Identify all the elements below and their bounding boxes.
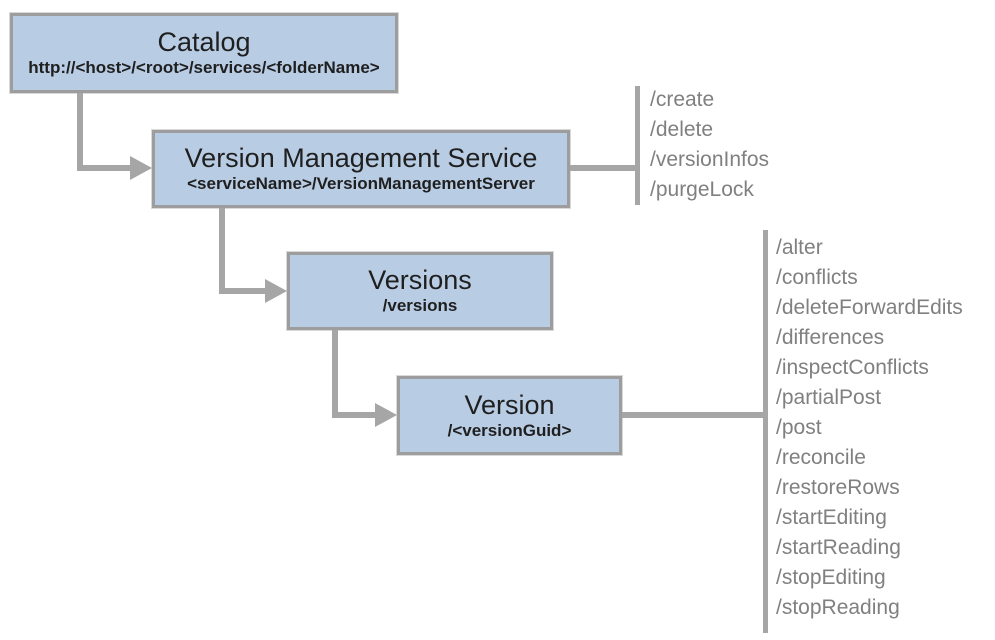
endpoint-item: /post	[776, 416, 822, 439]
endpoint-item: /startReading	[776, 536, 901, 559]
connector-version-endpoints	[622, 412, 765, 418]
arrow-right-icon	[130, 156, 152, 180]
node-versions: Versions /versions	[287, 252, 553, 330]
node-versions-path: /versions	[382, 296, 458, 316]
node-version-path: /<versionGuid>	[447, 420, 572, 440]
node-versions-title: Versions	[368, 265, 472, 296]
endpoint-item: /partialPost	[776, 386, 882, 409]
node-version-management-service: Version Management Service <serviceName>…	[152, 130, 570, 208]
endpoint-item: /conflicts	[776, 266, 858, 289]
endpoint-item: /startEditing	[776, 506, 887, 529]
connector-vms-endpoints	[570, 165, 637, 171]
connector-catalog-vms-horizontal	[77, 165, 133, 171]
endpoint-item: /stopReading	[776, 596, 900, 619]
arrow-right-icon	[265, 279, 287, 303]
endpoint-item: /reconcile	[776, 446, 866, 469]
endpoint-item: /purgeLock	[650, 178, 754, 201]
node-catalog-title: Catalog	[157, 27, 251, 58]
node-vms-path: <serviceName>/VersionManagementServer	[187, 174, 535, 194]
node-catalog-url: http://<host>/<root>/services/<folderNam…	[28, 58, 380, 78]
connector-versions-version-vertical	[332, 330, 338, 418]
vms-endpoints-bar	[635, 86, 640, 205]
connector-versions-version-horizontal	[332, 412, 377, 418]
endpoint-item: /deleteForwardEdits	[776, 296, 963, 319]
connector-vms-versions-vertical	[219, 208, 225, 294]
vms-endpoint-list: /create/delete/versionInfos/purgeLock	[650, 85, 769, 205]
node-catalog: Catalog http://<host>/<root>/services/<f…	[10, 13, 398, 93]
endpoint-item: /stopEditing	[776, 566, 886, 589]
endpoint-item: /versionInfos	[650, 148, 770, 171]
connector-catalog-vms-vertical	[77, 93, 83, 171]
endpoint-item: /restoreRows	[776, 476, 900, 499]
node-version: Version /<versionGuid>	[397, 376, 622, 455]
endpoint-item: /inspectConflicts	[776, 356, 929, 379]
endpoint-item: /differences	[776, 326, 885, 349]
node-version-title: Version	[464, 389, 555, 420]
connector-vms-versions-horizontal	[219, 288, 267, 294]
endpoint-item: /alter	[776, 236, 823, 259]
version-endpoints-bar	[763, 230, 768, 633]
endpoint-item: /delete	[650, 118, 714, 141]
version-endpoint-list: /alter/conflicts/deleteForwardEdits/diff…	[776, 233, 963, 623]
node-vms-title: Version Management Service	[184, 143, 538, 174]
arrow-right-icon	[375, 403, 397, 427]
endpoint-item: /create	[650, 88, 715, 111]
